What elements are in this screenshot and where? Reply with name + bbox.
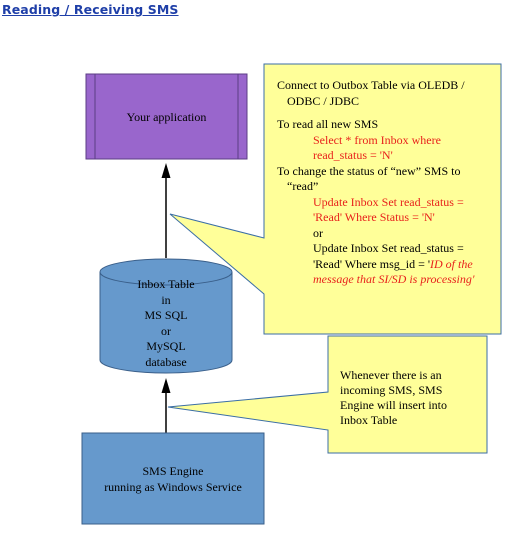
inbox-label-line: database xyxy=(145,354,187,369)
top-callout xyxy=(169,63,502,335)
inbox-database-label: Inbox Table in MS SQL or MySQL database xyxy=(100,277,232,370)
sms-engine-label: SMS Engine running as Windows Service xyxy=(82,463,264,495)
inbox-label-line: or xyxy=(161,323,171,338)
sql-update-placeholder: message that SI/SD is processing' xyxy=(313,272,475,286)
callout-line: Update Inbox Set read_status = xyxy=(313,241,464,255)
bottom-callout-text: Whenever there is an incoming SMS, SMS E… xyxy=(340,368,485,428)
sql-update-placeholder: ID of the xyxy=(430,256,473,271)
callout-line: To read all new SMS xyxy=(277,117,379,131)
bottom-callout xyxy=(167,335,488,454)
callout-line: Inbox Table xyxy=(340,413,398,427)
callout-line: “read” xyxy=(287,179,319,193)
sql-update-prefix: 'Read' Where msg_id = ' xyxy=(313,256,431,271)
inbox-label-line: MS SQL xyxy=(144,308,188,322)
sms-engine-node xyxy=(81,432,265,525)
arrow-engine-to-inbox xyxy=(161,378,171,433)
your-application-label: Your application xyxy=(126,110,207,124)
callout-line: Engine will insert into xyxy=(340,398,447,412)
callout-line: or xyxy=(313,225,323,240)
inbox-database-node xyxy=(99,258,233,374)
sql-select-line: Select * from Inbox where xyxy=(313,132,441,147)
inbox-label-line: in xyxy=(161,292,171,307)
engine-label-line: SMS Engine xyxy=(142,464,204,478)
page-title: Reading / Receiving SMS xyxy=(2,2,179,17)
top-callout-text: Connect to Outbox Table via OLEDB / ODBC… xyxy=(277,78,499,288)
callout-line: Whenever there is an xyxy=(340,368,442,382)
sql-update-line: Update Inbox Set read_status = xyxy=(313,194,464,209)
your-application-node xyxy=(85,73,248,160)
callout-line: Connect to Outbox Table via OLEDB / xyxy=(277,78,465,92)
inbox-label-line: MySQL xyxy=(146,339,186,353)
sql-select-line: read_status = 'N' xyxy=(313,148,393,162)
inbox-label-line: Inbox Table xyxy=(137,277,195,291)
callout-line: incoming SMS, SMS xyxy=(340,383,443,397)
callout-line: ODBC / JDBC xyxy=(287,93,360,108)
arrow-inbox-to-app xyxy=(161,163,171,258)
engine-label-line: running as Windows Service xyxy=(104,480,242,494)
callout-line: To change the status of “new” SMS to xyxy=(277,163,461,178)
sql-update-line: 'Read' Where Status = 'N' xyxy=(313,210,435,224)
callout-line: 'Read' Where msg_id = 'ID of the xyxy=(277,257,499,273)
